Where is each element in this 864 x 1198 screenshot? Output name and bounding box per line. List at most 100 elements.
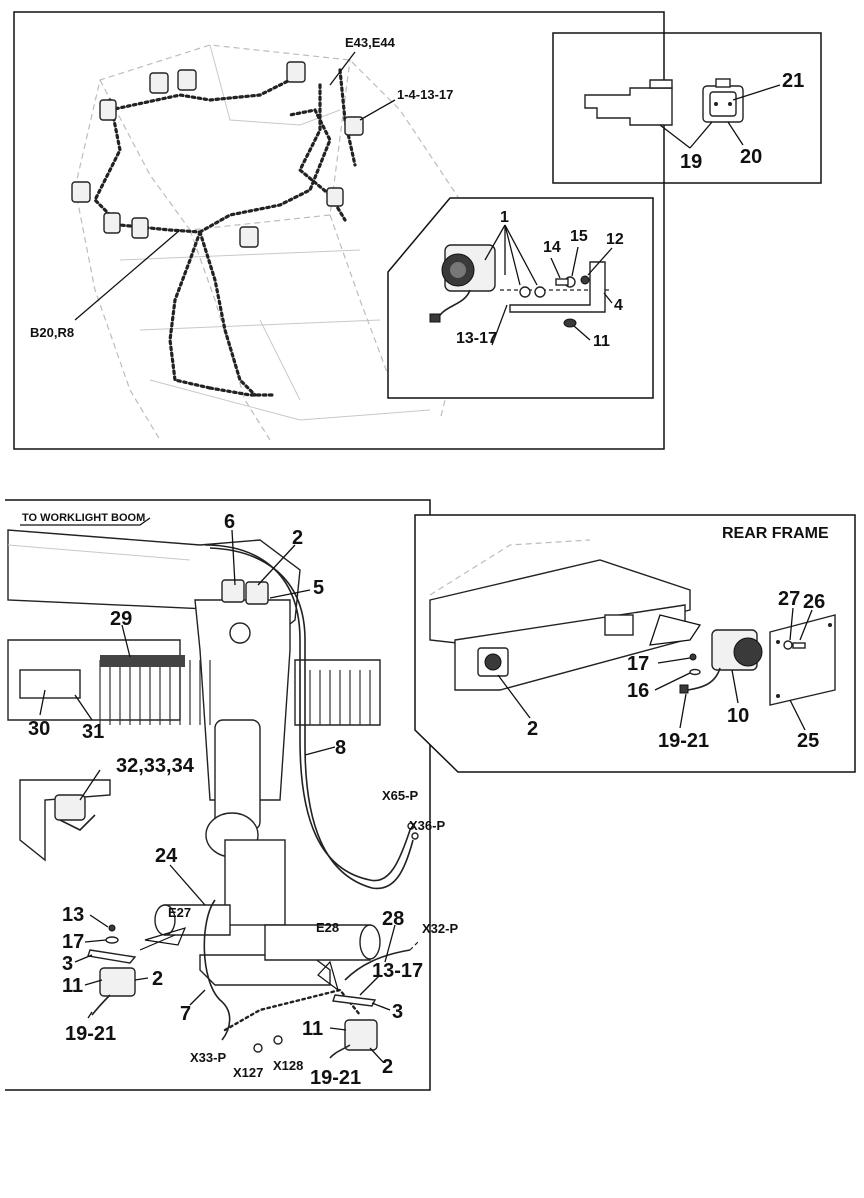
label-16: 16 xyxy=(627,680,649,702)
label-2-rear: 2 xyxy=(527,718,538,740)
label-11-right: 11 xyxy=(302,1018,323,1040)
roller-right xyxy=(264,924,371,961)
label-12: 12 xyxy=(606,231,624,248)
cab-light xyxy=(239,226,259,248)
bracket-29 xyxy=(100,655,185,667)
label-21: 21 xyxy=(782,70,804,92)
connector-plug-tab xyxy=(649,79,673,89)
connector-x36 xyxy=(411,832,419,840)
leader-line xyxy=(329,51,356,86)
connector-inset: 21 19 20 xyxy=(552,32,822,184)
leader-line xyxy=(74,229,181,321)
label-7: 7 xyxy=(180,1003,191,1025)
label-x32-p: X32-P xyxy=(422,921,458,936)
work-lamp-10-lens xyxy=(733,637,763,667)
leader-line xyxy=(231,529,236,586)
leader-line xyxy=(497,674,531,719)
leader-line xyxy=(79,769,101,801)
detail-32-34 xyxy=(19,779,111,862)
work-lamp-right xyxy=(344,1019,378,1051)
label-15: 15 xyxy=(570,228,588,245)
label-13-17: 13-17 xyxy=(372,960,423,982)
leader-line xyxy=(359,974,381,996)
leader-line xyxy=(369,1047,384,1063)
cab-light xyxy=(103,212,121,234)
label-19-21-right: 19-21 xyxy=(310,1067,361,1089)
assembly-arrow xyxy=(649,614,702,646)
leader-line xyxy=(269,589,311,599)
leader-line xyxy=(657,657,691,664)
boom-arm xyxy=(7,529,301,641)
label-e28: E28 xyxy=(316,920,339,935)
connector-inset-frame xyxy=(552,32,822,184)
leader-line xyxy=(654,672,691,691)
leader-line xyxy=(189,989,206,1006)
bolt-13 xyxy=(108,924,116,932)
boom-harness-view: TO WORKLIGHT BOOM xyxy=(5,499,458,1091)
leader-line xyxy=(550,257,561,279)
leader-line xyxy=(789,607,794,641)
connector-plug xyxy=(584,87,673,126)
label-x127: X127 xyxy=(233,1065,263,1080)
label-1: 1 xyxy=(500,209,509,226)
cab-light xyxy=(326,187,344,207)
screw-26 xyxy=(792,642,806,649)
lamp-plug xyxy=(429,313,441,323)
label-17-rear: 17 xyxy=(627,653,649,675)
label-b20-r8: B20,R8 xyxy=(30,325,74,340)
label-x33-p: X33-P xyxy=(190,1050,226,1065)
label-10: 10 xyxy=(727,705,749,727)
washer-27 xyxy=(783,640,793,650)
label-25: 25 xyxy=(797,730,819,752)
rear-frame-ghost xyxy=(429,539,591,596)
roller-right-end xyxy=(359,924,381,960)
cab-light xyxy=(71,181,91,203)
label-19-21-left: 19-21 xyxy=(65,1023,116,1045)
assembly-arrow-right xyxy=(317,960,340,992)
cab-light xyxy=(149,72,169,94)
wire-7 xyxy=(203,899,231,1041)
leader-line xyxy=(727,121,744,146)
label-27: 27 xyxy=(778,588,800,610)
lamp-wire-left xyxy=(91,994,111,1016)
leader-line xyxy=(587,247,613,276)
leader-line xyxy=(89,914,109,928)
cab-light xyxy=(99,99,117,121)
leader-line xyxy=(134,977,149,981)
leader-line xyxy=(603,292,613,304)
leader-line xyxy=(504,224,521,286)
connector-x127 xyxy=(253,1043,263,1053)
label-3-left: 3 xyxy=(62,953,73,975)
label-17: 17 xyxy=(62,931,84,953)
bolt-17 xyxy=(689,653,697,661)
connector-socket-latch xyxy=(715,78,731,88)
rear-lamp-mounted-lens xyxy=(484,653,502,671)
label-13-17: 13-17 xyxy=(456,330,497,347)
leader-line xyxy=(169,864,206,906)
label-e43-e44: E43,E44 xyxy=(345,35,396,50)
leader-line xyxy=(84,979,103,986)
leader-line xyxy=(659,124,691,149)
cab-work-lights xyxy=(71,61,364,248)
label-2-boom: 2 xyxy=(292,527,303,549)
washer-16 xyxy=(689,668,701,676)
label-32-33-34: 32,33,34 xyxy=(116,755,195,777)
leader-line xyxy=(304,746,336,756)
rear-frame-top xyxy=(429,559,691,651)
work-lamp-left xyxy=(99,967,136,997)
connector-socket-face xyxy=(709,91,737,117)
boom-light-right xyxy=(245,581,269,605)
washer-17 xyxy=(105,936,119,944)
cab-light xyxy=(344,116,364,136)
label-x65-p: X65-P xyxy=(382,788,418,803)
cab-harness-view: E43,E44 1-4-13-17 B20,R8 21 19 20 xyxy=(13,11,822,450)
leader-line xyxy=(87,1011,93,1019)
label-4: 4 xyxy=(614,297,623,314)
pivot-pin xyxy=(229,622,251,644)
cab-light xyxy=(131,217,149,239)
label-29: 29 xyxy=(110,608,132,630)
wire-28-end xyxy=(409,939,421,951)
leader-line xyxy=(371,1002,391,1011)
top-panel-frame xyxy=(13,11,665,450)
